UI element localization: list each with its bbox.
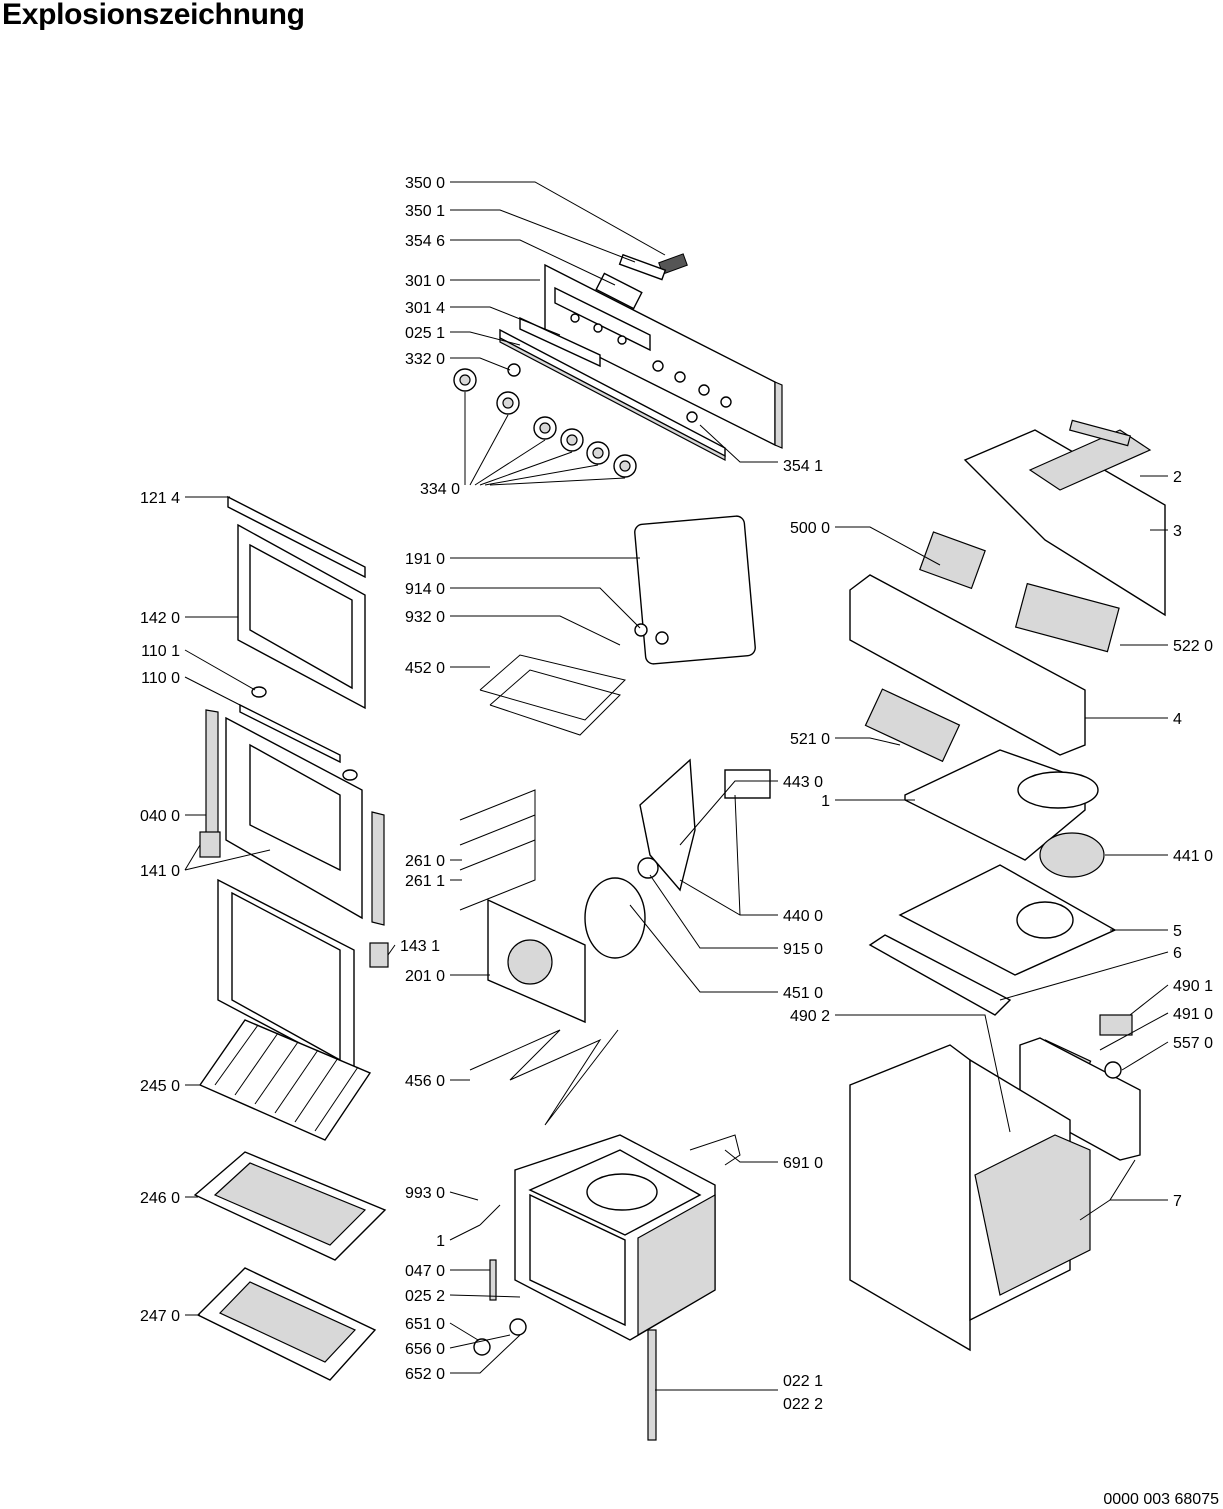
label-3546: 354 6 (405, 233, 445, 250)
label-1101: 110 1 (141, 643, 180, 660)
label-1410: 141 0 (140, 863, 180, 880)
label-1420: 142 0 (140, 610, 180, 627)
label-4: 4 (1173, 711, 1182, 728)
label-2610: 261 0 (405, 853, 445, 870)
label-1a: 1 (436, 1233, 445, 1250)
right-parts-drawing (849, 419, 1166, 1352)
label-1214: 121 4 (140, 490, 180, 507)
label-2010: 201 0 (405, 968, 445, 985)
label-4910: 491 0 (1173, 1006, 1213, 1023)
label-1b: 1 (821, 793, 830, 810)
label-0400: 040 0 (140, 808, 180, 825)
label-4430: 443 0 (783, 774, 823, 791)
label-4560: 456 0 (405, 1073, 445, 1090)
label-5220: 522 0 (1173, 638, 1213, 655)
label-9930: 993 0 (405, 1185, 445, 1202)
label-3541: 354 1 (783, 458, 823, 475)
oven-cavity-drawing (473, 1134, 716, 1441)
label-2470: 247 0 (140, 1308, 180, 1325)
label-3501: 350 1 (405, 203, 445, 220)
page-title: Explosionszeichnung (2, 0, 305, 31)
label-5: 5 (1173, 923, 1182, 940)
control-panel-drawing (453, 253, 783, 478)
label-7: 7 (1173, 1193, 1182, 1210)
label-2450: 245 0 (140, 1078, 180, 1095)
label-0221: 022 1 (783, 1373, 823, 1390)
label-1910: 191 0 (405, 551, 445, 568)
label-5000: 500 0 (790, 520, 830, 537)
label-3014: 301 4 (405, 300, 445, 317)
label-6910: 691 0 (783, 1155, 823, 1172)
label-3320: 332 0 (405, 351, 445, 368)
label-4901: 490 1 (1173, 978, 1213, 995)
door-drawing (199, 495, 389, 1074)
label-1431: 143 1 (400, 938, 440, 955)
label-3010: 301 0 (405, 273, 445, 290)
trays-drawing (193, 1019, 387, 1381)
label-5210: 521 0 (790, 731, 830, 748)
label-3: 3 (1173, 523, 1182, 540)
label-3500: 350 0 (405, 175, 445, 192)
leader-lines (184, 181, 1169, 1391)
label-4902: 490 2 (790, 1008, 830, 1025)
label-0470: 047 0 (405, 1263, 445, 1280)
callout-labels: 350 0 350 1 354 6 301 0 301 4 025 1 332 … (140, 175, 1213, 1413)
label-3340: 334 0 (420, 481, 460, 498)
label-6560: 656 0 (405, 1341, 445, 1358)
label-2460: 246 0 (140, 1190, 180, 1207)
label-6: 6 (1173, 945, 1182, 962)
label-6510: 651 0 (405, 1316, 445, 1333)
middle-parts-drawing (459, 515, 771, 1166)
label-9150: 915 0 (783, 941, 823, 958)
label-5570: 557 0 (1173, 1035, 1213, 1052)
label-4410: 441 0 (1173, 848, 1213, 865)
label-0222: 022 2 (783, 1396, 823, 1413)
label-0251: 025 1 (405, 325, 445, 342)
label-6520: 652 0 (405, 1366, 445, 1383)
label-9320: 932 0 (405, 609, 445, 626)
label-1100: 110 0 (141, 670, 180, 687)
label-4520: 452 0 (405, 660, 445, 677)
label-0252: 025 2 (405, 1288, 445, 1305)
label-2611: 261 1 (405, 873, 445, 890)
label-9140: 914 0 (405, 581, 445, 598)
document-number: 0000 003 68075 (1103, 1491, 1219, 1508)
label-4400: 440 0 (783, 908, 823, 925)
label-4510: 451 0 (783, 985, 823, 1002)
label-2: 2 (1173, 469, 1182, 486)
